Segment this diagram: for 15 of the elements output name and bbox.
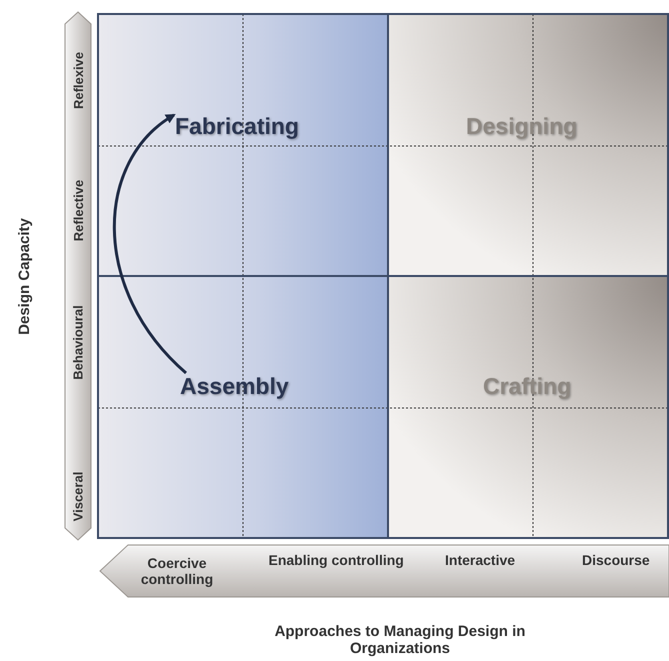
axis-level-label: Visceral — [70, 471, 86, 521]
quadrant-label: Designing — [466, 113, 578, 140]
axis-level-label: Discourse — [582, 552, 650, 568]
quadrant-label: Crafting — [483, 373, 572, 400]
axis-level-label: Coercive controlling — [140, 555, 214, 587]
axis-level-label: Interactive — [445, 552, 516, 568]
axis-level-label: Reflective — [70, 179, 86, 241]
axis-level-label: Enabling controlling — [268, 552, 404, 568]
curved-arrow — [112, 114, 188, 374]
axis-level-label: Behavioural — [70, 304, 86, 380]
quadrant-label: Fabricating — [175, 113, 299, 140]
axis-title: Approaches to Managing Design in Organizations — [274, 623, 526, 657]
axis-title: Design Capacity — [15, 218, 32, 334]
quadrant-label: Assembly — [180, 373, 289, 400]
axis-level-label: Reflexive — [70, 51, 86, 109]
